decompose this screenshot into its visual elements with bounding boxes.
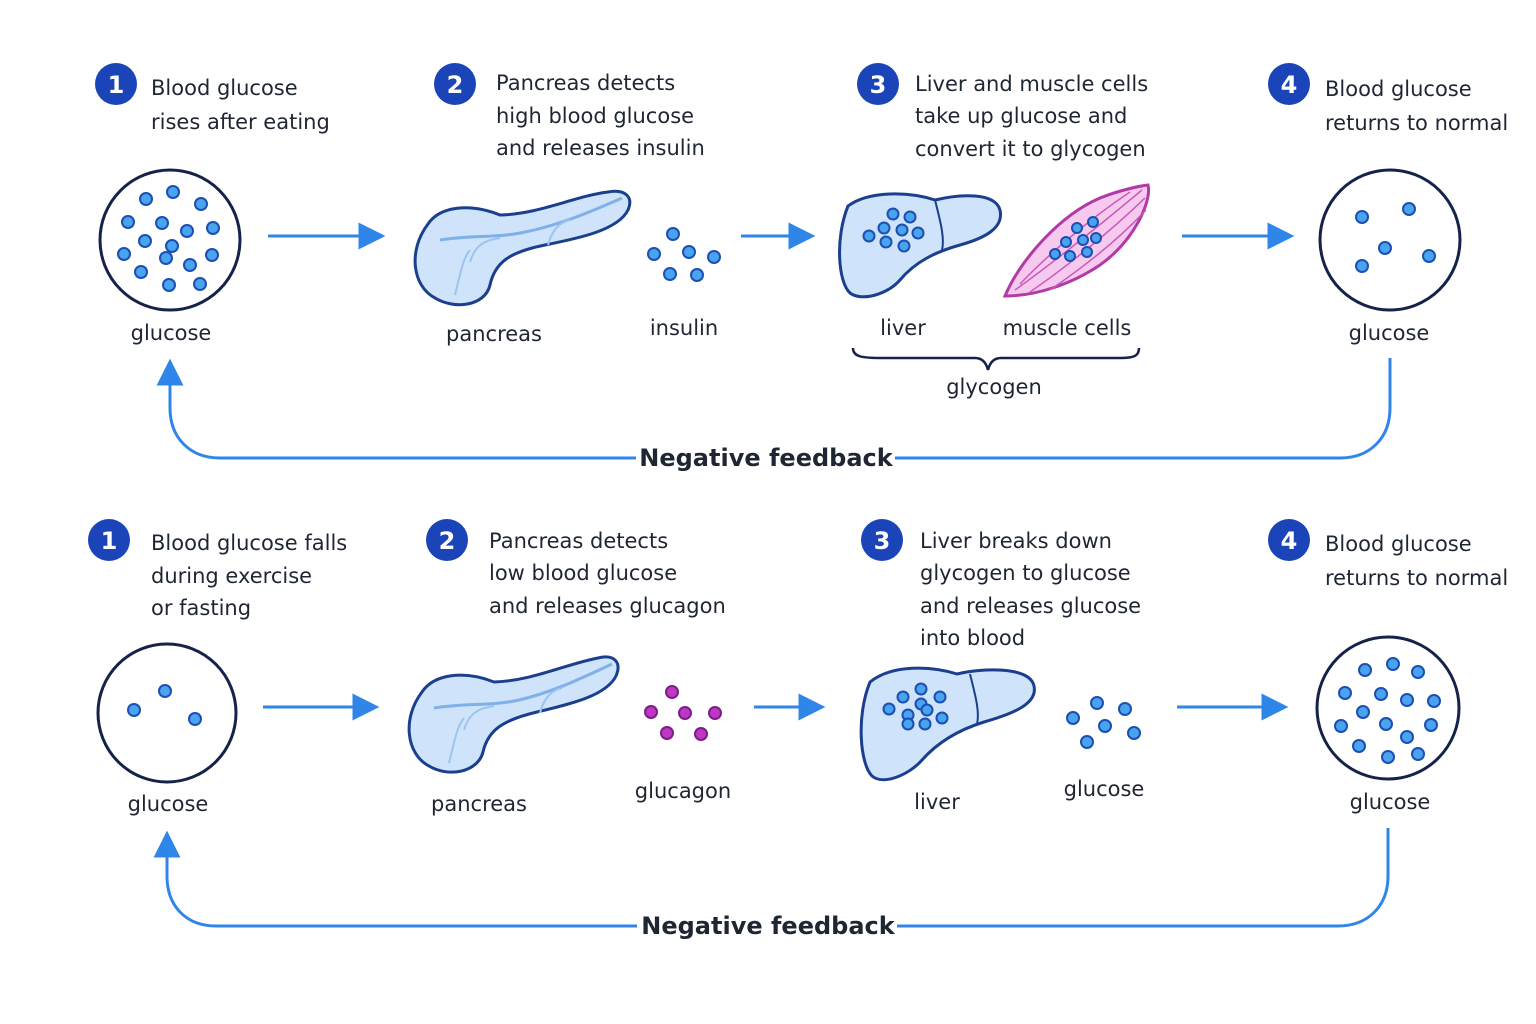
step-number-badge <box>861 519 903 561</box>
step-text-line: Blood glucose falls <box>151 531 347 555</box>
step-number: 2 <box>439 527 456 555</box>
glucose-label: glucose <box>1350 790 1431 814</box>
step-1-low: 1 Blood glucose falls during exercise or… <box>88 519 347 620</box>
step-number-badge <box>1268 63 1310 105</box>
step-text-line: returns to normal <box>1325 566 1508 590</box>
step-text-line: during exercise <box>151 564 312 588</box>
step-text-line: into blood <box>920 626 1025 650</box>
pancreas-icon <box>407 655 620 774</box>
feedback-loop-left <box>153 830 637 928</box>
pancreas-icon <box>413 189 632 307</box>
negative-feedback-label: Negative feedback <box>641 912 895 940</box>
step-number-badge <box>88 519 130 561</box>
glucose-dots <box>1334 657 1441 764</box>
glycogen-bracket <box>851 347 1141 371</box>
step-1-high: 1 Blood glucose rises after eating <box>95 63 330 134</box>
step-text-line: and releases glucose <box>920 594 1141 618</box>
step-text-line: Blood glucose <box>1325 77 1472 101</box>
step-text-line: and releases glucagon <box>489 594 726 618</box>
released-glucose-label: glucose <box>1064 777 1145 801</box>
step-text-line: and releases insulin <box>496 136 705 160</box>
released-glucose-dots <box>1066 696 1141 749</box>
step-4-low: 4 Blood glucose returns to normal <box>1268 519 1508 590</box>
step-number-badge <box>426 519 468 561</box>
glucagon-dots <box>644 685 722 741</box>
feedback-loop-right <box>897 828 1390 928</box>
glucose-dots <box>127 684 202 726</box>
step-2-low: 2 Pancreas detects low blood glucose and… <box>426 519 726 618</box>
glucose-dots <box>882 682 949 731</box>
step-number-badge <box>1268 519 1310 561</box>
step-text-line: high blood glucose <box>496 104 694 128</box>
step-number: 1 <box>108 71 125 99</box>
negative-feedback-label: Negative feedback <box>639 444 893 472</box>
step-number: 3 <box>874 527 891 555</box>
step-3-low: 3 Liver breaks down glycogen to glucose … <box>861 519 1141 650</box>
step-text-line: or fasting <box>151 596 251 620</box>
step-text-line: low blood glucose <box>489 561 677 585</box>
glucose-dots <box>862 207 925 253</box>
pancreas-label: pancreas <box>431 792 527 816</box>
step-text-line: Blood glucose <box>151 76 298 100</box>
step-text-line: Blood glucose <box>1325 532 1472 556</box>
step-number: 4 <box>1281 71 1298 99</box>
step-text-line: convert it to glycogen <box>915 137 1146 161</box>
liver-icon <box>838 192 1002 299</box>
muscle-cells-label: muscle cells <box>1003 316 1132 340</box>
step-2-high: 2 Pancreas detects high blood glucose an… <box>434 63 705 160</box>
step-number-badge <box>857 63 899 105</box>
glucose-dots <box>1355 202 1436 273</box>
row-low-glucose: 1 Blood glucose falls during exercise or… <box>88 519 1508 940</box>
step-text-line: Liver and muscle cells <box>915 72 1148 96</box>
liver-icon <box>859 666 1036 782</box>
liver-label: liver <box>914 790 960 814</box>
pancreas-label: pancreas <box>446 322 542 346</box>
feedback-loop-left <box>156 358 636 460</box>
glucose-label: glucose <box>131 321 212 345</box>
step-number: 2 <box>447 71 464 99</box>
blood-glucose-normal-circle <box>1318 168 1462 312</box>
muscle-cells-icon <box>1002 183 1151 298</box>
step-number: 1 <box>101 527 118 555</box>
step-text-line: returns to normal <box>1325 111 1508 135</box>
step-number: 4 <box>1281 527 1298 555</box>
step-text-line: Liver breaks down <box>920 529 1112 553</box>
step-text-line: glycogen to glucose <box>920 561 1131 585</box>
step-text-line: rises after eating <box>151 110 330 134</box>
glycogen-label: glycogen <box>946 375 1042 399</box>
step-text-line: Pancreas detects <box>489 529 668 553</box>
step-number-badge <box>434 63 476 105</box>
liver-label: liver <box>880 316 926 340</box>
blood-glucose-high-circle <box>98 168 242 312</box>
blood-glucose-normal-circle <box>1315 635 1461 781</box>
glucose-label: glucose <box>1349 321 1430 345</box>
glucose-dots <box>117 185 220 292</box>
step-3-high: 3 Liver and muscle cells take up glucose… <box>857 63 1148 161</box>
glucose-dots <box>1049 216 1102 262</box>
step-4-high: 4 Blood glucose returns to normal <box>1268 63 1508 135</box>
step-number-badge <box>95 63 137 105</box>
step-text-line: take up glucose and <box>915 104 1127 128</box>
insulin-dots <box>647 227 721 282</box>
glucose-label: glucose <box>128 792 209 816</box>
glucagon-label: glucagon <box>635 779 731 803</box>
row-high-glucose: 1 Blood glucose rises after eating 2 Pan… <box>95 63 1508 472</box>
step-text-line: Pancreas detects <box>496 71 675 95</box>
step-number: 3 <box>870 71 887 99</box>
insulin-label: insulin <box>650 316 718 340</box>
blood-glucose-low-circle <box>96 642 238 784</box>
feedback-loop-right <box>895 358 1392 460</box>
